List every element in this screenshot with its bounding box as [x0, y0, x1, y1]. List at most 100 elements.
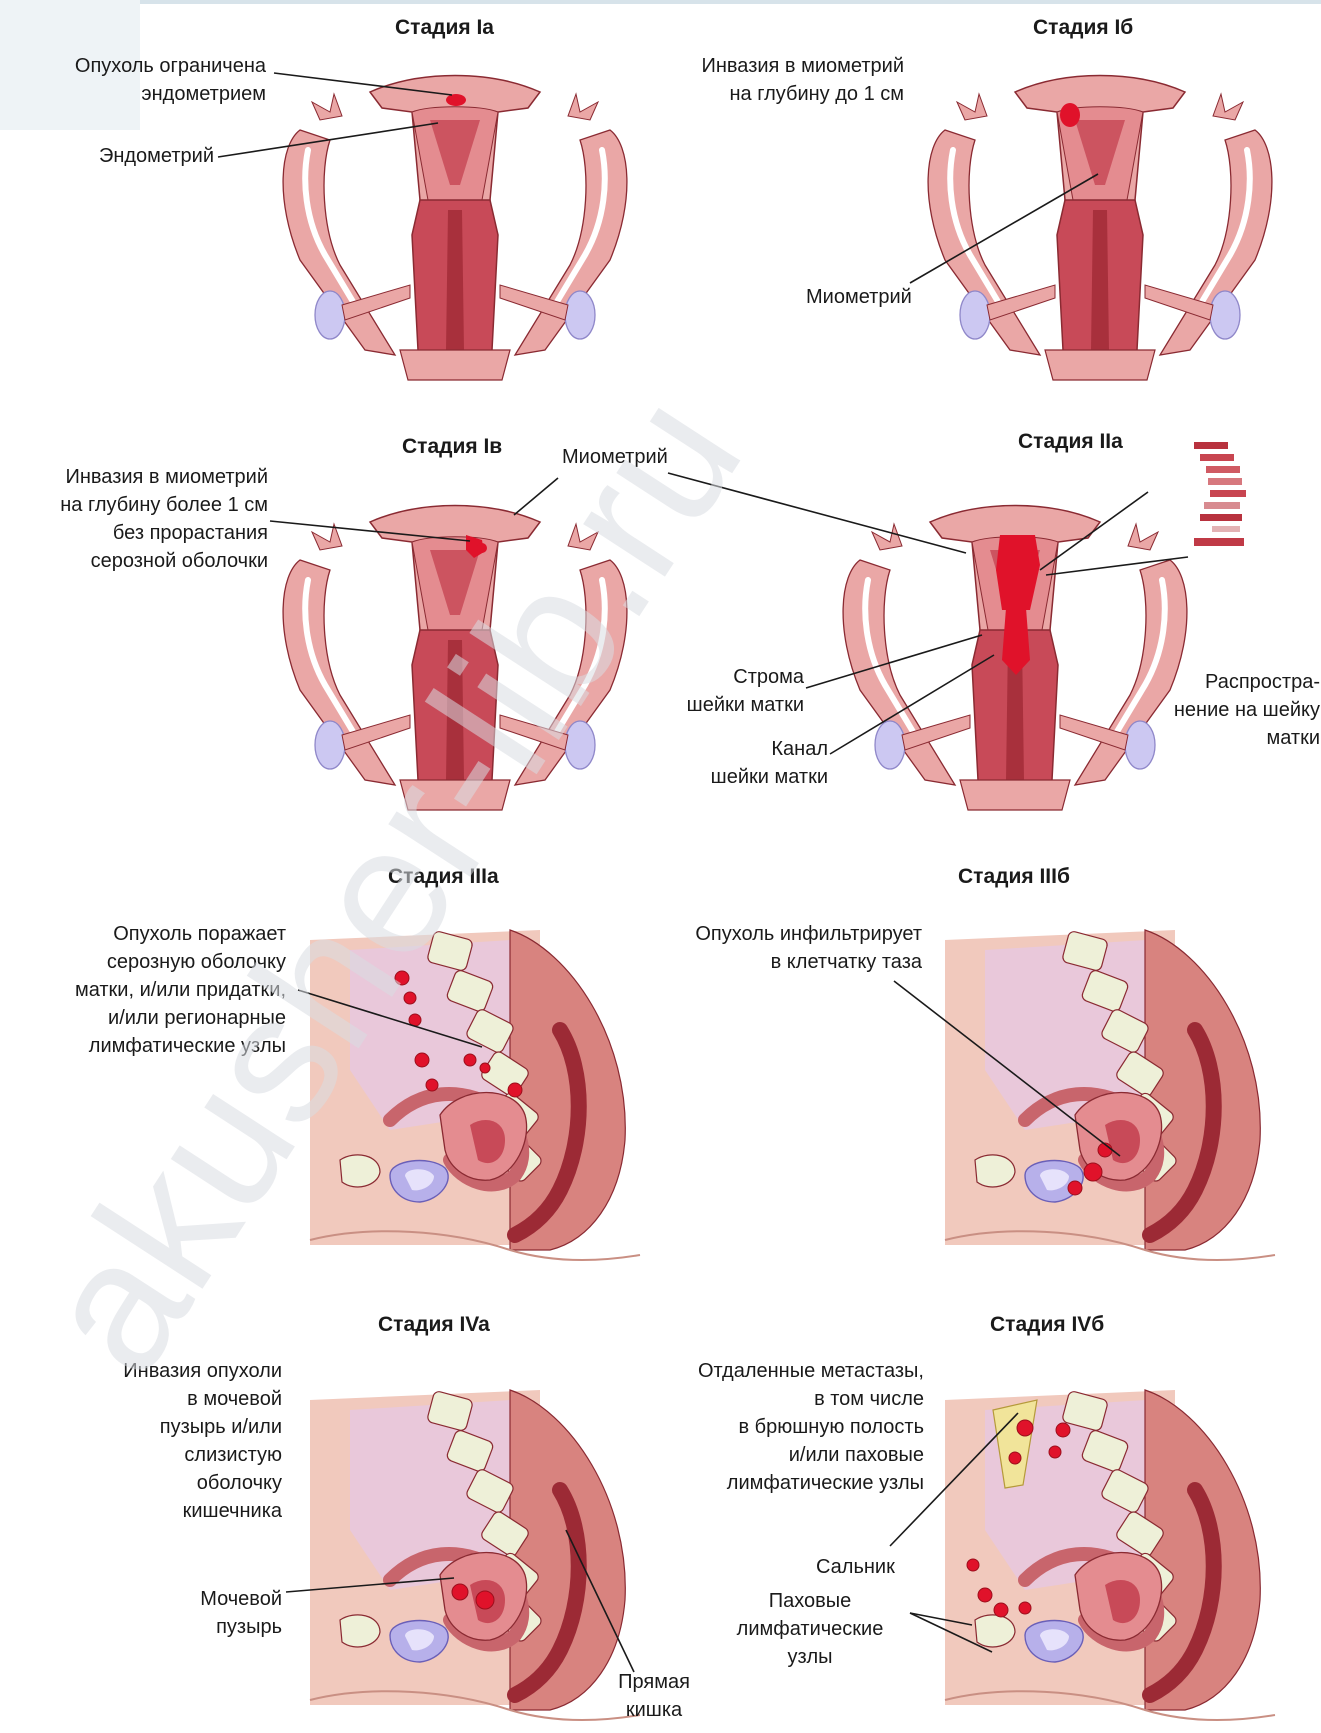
pelvis-group	[310, 1390, 640, 1720]
stage-title: Стадия IVa	[378, 1313, 490, 1337]
cervical-canal	[1091, 210, 1109, 350]
top-edge-bar	[0, 0, 1321, 4]
tumor-node	[476, 1591, 494, 1609]
adnexa	[283, 524, 410, 785]
ovary	[315, 721, 345, 769]
tumor-mark	[446, 94, 466, 106]
tumor-node	[1068, 1181, 1082, 1195]
fimbria	[872, 524, 902, 550]
pelvis-diagram	[945, 910, 1275, 1270]
fimbria	[1213, 94, 1243, 120]
pelvis-diagram	[945, 1370, 1275, 1730]
adnexa	[843, 524, 970, 785]
stage-title: Стадия IVб	[990, 1313, 1104, 1337]
tumor-node	[1084, 1163, 1102, 1181]
fimbria	[312, 524, 342, 550]
panel-stage-iva	[310, 1370, 640, 1730]
uterus-group	[283, 506, 627, 811]
pelvis-diagram	[310, 1370, 640, 1730]
ovary	[875, 721, 905, 769]
uterus-group	[928, 76, 1272, 381]
tumor-node	[994, 1603, 1008, 1617]
stage-title: Стадия Ia	[395, 16, 494, 40]
tumor-node	[1098, 1143, 1112, 1157]
panel-stage-iiib	[945, 910, 1275, 1270]
fimbria	[1128, 524, 1158, 550]
vagina	[400, 350, 510, 380]
tumor-node	[426, 1079, 438, 1091]
stage-title: Стадия IIIa	[388, 865, 499, 889]
uterus-group	[843, 506, 1187, 811]
vagina	[400, 780, 510, 810]
pelvis-group	[945, 930, 1275, 1260]
pubic-bone	[975, 1155, 1015, 1187]
tumor-node	[1019, 1602, 1031, 1614]
panel-stage-iiia	[310, 910, 640, 1270]
adnexa	[928, 94, 1055, 355]
sacrum-region	[1145, 930, 1260, 1250]
ovary	[1210, 291, 1240, 339]
vagina	[1045, 350, 1155, 380]
label-omentum: Сальник	[816, 1553, 895, 1581]
panel-stage-ic	[270, 480, 640, 840]
stage-title: Стадия IIIб	[958, 865, 1070, 889]
fimbria	[312, 94, 342, 120]
panel-stage-ib	[915, 50, 1285, 410]
pelvis-group	[310, 930, 640, 1260]
tumor-node	[464, 1054, 476, 1066]
legend-bars	[1190, 440, 1260, 550]
tumor-node	[1009, 1452, 1021, 1464]
label-cervical-stroma: Стромашейки матки	[600, 663, 804, 719]
pelvis-group	[945, 1390, 1275, 1720]
tumor-node	[404, 992, 416, 1004]
tumor-node	[1049, 1446, 1061, 1458]
uterus-diagram	[270, 50, 640, 410]
fimbria	[957, 94, 987, 120]
uterus-diagram	[830, 480, 1200, 840]
pubic-bone	[340, 1155, 380, 1187]
stage-title: Стадия IIa	[1018, 430, 1123, 454]
ovary	[565, 721, 595, 769]
stage-title: Стадия Iв	[402, 435, 502, 459]
uterus-group	[283, 76, 627, 381]
fimbria	[568, 524, 598, 550]
uterus-diagram	[915, 50, 1285, 410]
ovary	[565, 291, 595, 339]
ovary	[315, 291, 345, 339]
tumor-node	[1017, 1420, 1033, 1436]
pubic-bone	[340, 1615, 380, 1647]
tumor-node	[508, 1083, 522, 1097]
tumor-node	[480, 1063, 490, 1073]
adnexa	[283, 94, 410, 355]
label-myometrium: Миометрий	[806, 283, 912, 311]
vagina	[960, 780, 1070, 810]
tumor-node	[409, 1014, 421, 1026]
tumor-node	[978, 1588, 992, 1602]
fimbria	[568, 94, 598, 120]
cervical-canal	[446, 640, 464, 780]
pubic-bone	[975, 1615, 1015, 1647]
striped-legend-icon	[1190, 440, 1260, 550]
label-myometrium: Миометрий	[562, 443, 668, 471]
adnexa	[500, 94, 627, 355]
cervical-canal	[446, 210, 464, 350]
sacrum-region	[1145, 1390, 1260, 1710]
tumor-node	[452, 1584, 468, 1600]
tumor-node	[415, 1053, 429, 1067]
label-endometrium: Эндометрий	[0, 142, 214, 170]
tumor-node	[395, 971, 409, 985]
uterus-diagram	[270, 480, 640, 840]
tumor-mark	[1060, 103, 1080, 127]
panel-stage-ivb	[945, 1370, 1275, 1730]
